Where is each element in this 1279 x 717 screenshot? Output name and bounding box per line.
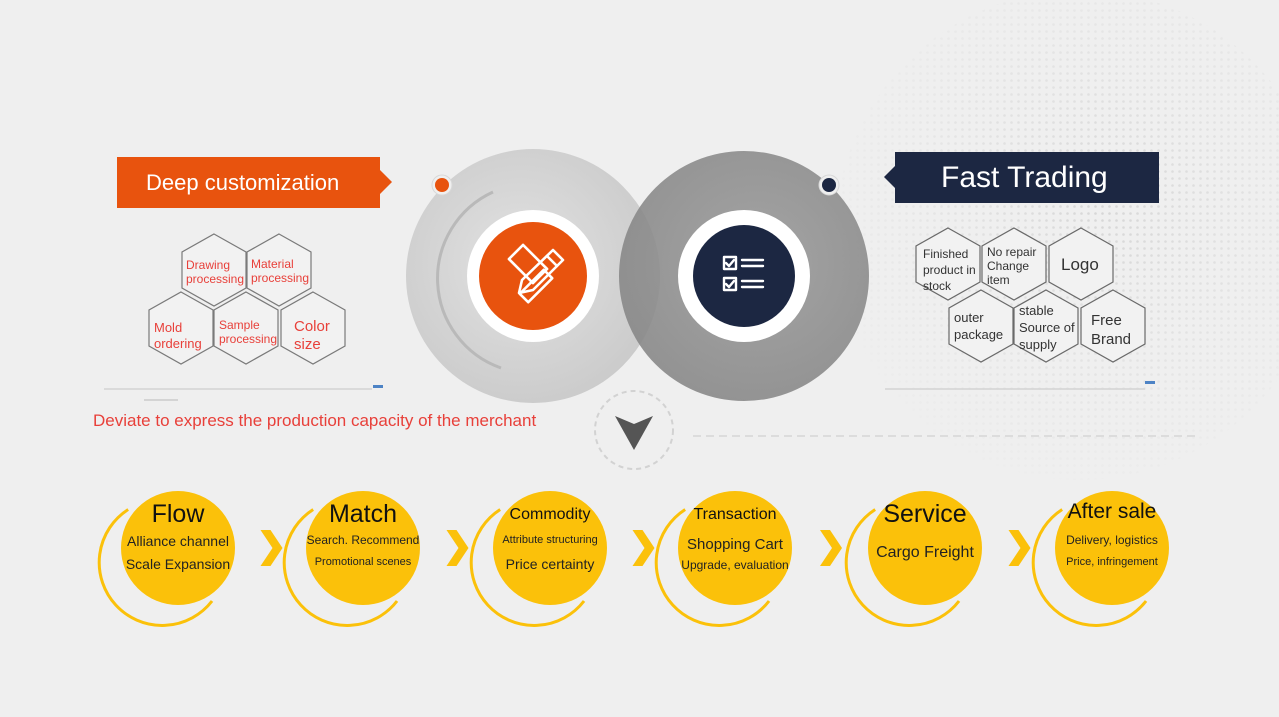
step-title: Transaction xyxy=(693,506,777,523)
hex-logo xyxy=(1048,227,1114,301)
step-ring xyxy=(1031,508,1148,627)
step-circle xyxy=(306,491,420,605)
chevron-right-icon xyxy=(820,530,842,566)
fast-trading-banner: Fast Trading xyxy=(895,152,1159,203)
hex-material-processing xyxy=(246,233,312,307)
navy-circle xyxy=(693,225,795,327)
step-line: Delivery, logistics xyxy=(1066,533,1158,547)
hex-color-size xyxy=(280,291,346,365)
hex-label: Drawing processing xyxy=(186,258,245,286)
step-circle xyxy=(493,491,607,605)
hex-label: Material processing xyxy=(251,257,310,285)
hex-outer-package xyxy=(948,289,1014,363)
pencil-ruler-icon xyxy=(507,243,565,304)
hex-free-brand xyxy=(1080,289,1146,363)
orange-circle xyxy=(479,222,587,330)
step-line: Price, infringement xyxy=(1066,556,1158,568)
deep-customization-banner: Deep customization xyxy=(117,157,380,208)
checklist-icon xyxy=(722,255,765,292)
hex-label: Free Brand xyxy=(1091,312,1132,348)
hex-sample-processing xyxy=(213,291,279,365)
hex-drawing-processing xyxy=(181,233,247,307)
step-title: Service xyxy=(883,500,967,528)
hex-label: outer package xyxy=(954,310,1004,342)
step-line: Price certainty xyxy=(505,556,595,572)
step-line: Alliance channel xyxy=(127,533,229,549)
step-ring xyxy=(469,508,586,627)
step-title: Commodity xyxy=(509,506,591,523)
hex-finished-product xyxy=(915,227,981,301)
hex-label: Logo xyxy=(1061,255,1099,274)
chevron-right-icon xyxy=(1008,530,1031,566)
chevron-right-icon xyxy=(446,530,469,566)
step-circle xyxy=(678,491,792,605)
orange-dot xyxy=(435,178,449,192)
step-line: Scale Expansion xyxy=(125,556,231,572)
step-line: Attribute structuring xyxy=(502,534,598,546)
navy-dot xyxy=(822,178,836,192)
step-circle xyxy=(1055,491,1169,605)
step-title: After sale xyxy=(1067,500,1157,523)
globe-graphic xyxy=(835,0,1279,480)
step-line: Promotional scenes xyxy=(314,556,412,568)
process-flow-graphic xyxy=(97,491,1169,627)
left-hex-cluster xyxy=(148,233,346,365)
hex-label: Mold ordering xyxy=(154,320,202,351)
hex-no-repair xyxy=(981,227,1047,301)
hex-label: Color size xyxy=(294,318,330,353)
step-ring xyxy=(97,508,214,627)
step-line: Upgrade, evaluation xyxy=(681,558,789,572)
step-line: Cargo Freight xyxy=(876,544,974,561)
step-line: Search. Recommend xyxy=(306,533,420,547)
step-circle xyxy=(868,491,982,605)
right-hex-cluster xyxy=(915,227,1146,363)
center-graphic xyxy=(406,149,869,470)
step-circle xyxy=(121,491,235,605)
hex-mold-ordering xyxy=(148,291,214,365)
step-ring xyxy=(654,508,771,627)
production-capacity-caption: Deviate to express the production capaci… xyxy=(93,411,537,430)
hex-label: No repair Change item xyxy=(987,245,1037,287)
step-ring xyxy=(282,508,399,627)
step-ring xyxy=(844,508,961,627)
hex-label: Sample processing xyxy=(219,318,278,346)
step-title: Match xyxy=(328,500,398,528)
hex-stable-source xyxy=(1013,289,1079,363)
hex-label: stable Source of supply xyxy=(1019,303,1075,352)
down-arrow-icon xyxy=(615,416,653,450)
hex-label: Finished product in stock xyxy=(923,247,976,293)
chevron-right-icon xyxy=(632,530,655,566)
step-line: Shopping Cart xyxy=(687,536,783,553)
banner-arrow-tip xyxy=(380,170,392,194)
banner-arrow-tip xyxy=(884,166,895,188)
step-title: Flow xyxy=(151,500,205,528)
chevron-right-icon xyxy=(260,530,283,566)
